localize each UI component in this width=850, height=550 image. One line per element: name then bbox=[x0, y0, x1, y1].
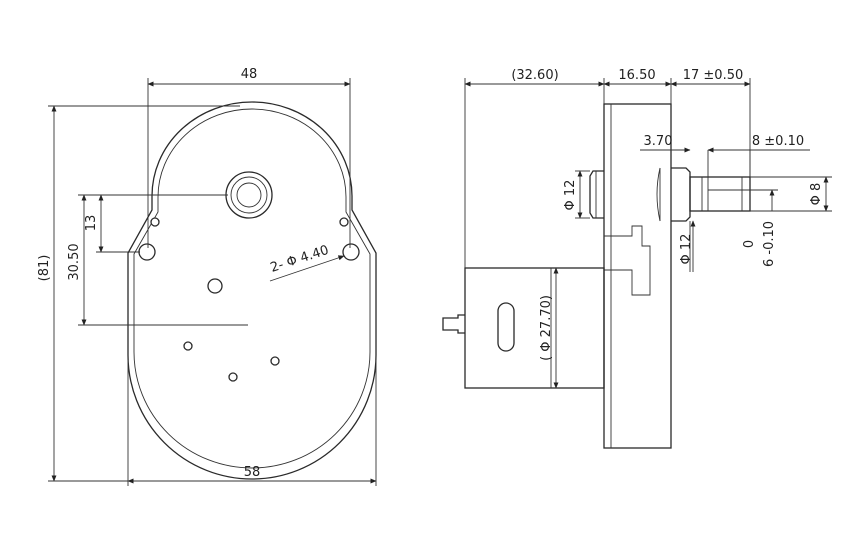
side-view: (32.60) 16.50 17 ±0.50 3.70 8 ±0.10 Φ 12… bbox=[442, 68, 832, 449]
dim-boss-height: 3.70 bbox=[644, 134, 673, 149]
dim-width-base: 58 bbox=[244, 465, 261, 480]
small-hole-right bbox=[339, 217, 349, 227]
dim-height-total: (81) bbox=[37, 255, 52, 282]
center-hole bbox=[207, 278, 223, 294]
mount-hole-left bbox=[138, 243, 156, 261]
small-hole-a bbox=[183, 341, 193, 351]
gearbox-inner-outline bbox=[133, 108, 371, 469]
output-shaft-mid bbox=[230, 176, 268, 214]
output-shaft-inner bbox=[236, 182, 262, 208]
gearbox-outline bbox=[127, 101, 377, 480]
dim-gearbox-thickness: 16.50 bbox=[618, 68, 655, 83]
motor-body bbox=[464, 267, 605, 389]
dim-hub-diameter: Φ 12 bbox=[679, 234, 694, 265]
small-hole-left bbox=[150, 217, 160, 227]
dim-motor-diameter: ( Φ 27.70) bbox=[539, 295, 554, 361]
hub-right bbox=[671, 167, 691, 222]
dim-boss-diameter: Φ 12 bbox=[563, 180, 578, 211]
mount-hole-right bbox=[342, 243, 360, 261]
dim-shaft-diameter: Φ 8 bbox=[809, 183, 824, 206]
small-hole-c bbox=[270, 356, 280, 366]
dim-motor-length: (32.60) bbox=[511, 68, 558, 83]
dim-flat-length: 8 ±0.10 bbox=[752, 134, 804, 149]
dim-hole-offset: 13 bbox=[84, 215, 99, 232]
dim-shaft-to-center: 30.50 bbox=[67, 243, 82, 280]
output-shaft-outer bbox=[225, 171, 273, 219]
internal-step bbox=[604, 225, 651, 296]
boss-left bbox=[589, 170, 604, 219]
front-view: 48 58 (81) 13 30.50 2- Φ 4.40 bbox=[37, 67, 377, 486]
dim-width-top: 48 bbox=[241, 67, 258, 82]
small-hole-b bbox=[228, 372, 238, 382]
motor-vent-slot bbox=[497, 302, 515, 352]
motor-terminal bbox=[442, 314, 465, 334]
dim-flat-tolerance: 6 -0.10 bbox=[762, 221, 777, 267]
output-shaft bbox=[689, 176, 751, 212]
gearbox-plate bbox=[603, 103, 672, 449]
dim-shaft-length: 17 ±0.50 bbox=[683, 68, 744, 83]
dim-flat-tolerance-upper: 0 bbox=[742, 240, 757, 248]
